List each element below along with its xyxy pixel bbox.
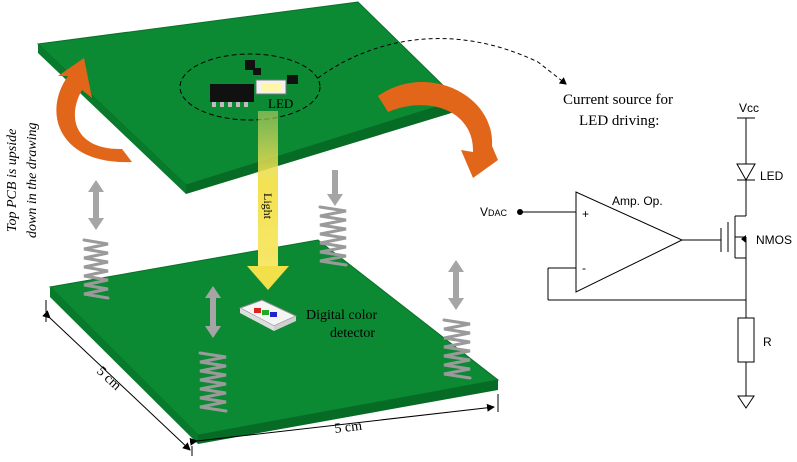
gray-arrow-left — [88, 180, 104, 230]
spring-front — [198, 351, 228, 413]
dashed-pointer — [317, 38, 567, 85]
top-pcb-note-line2: down in the drawing — [25, 122, 40, 238]
gray-arrow-front — [205, 286, 221, 338]
springs — [82, 205, 472, 413]
detector-label-line1: Digital color — [306, 308, 377, 323]
dim-left-label: 5 cm — [93, 364, 123, 394]
circuit-title-line1: Current source for — [563, 92, 673, 108]
gray-arrows — [88, 170, 464, 338]
small-part-3 — [287, 75, 298, 84]
vdac-sub: DAC — [488, 208, 508, 218]
rotation-arrow-right — [378, 81, 498, 178]
light-beam: Light — [247, 111, 289, 290]
dim-bottom-label: 5 cm — [334, 419, 363, 437]
spring-center — [318, 205, 348, 267]
rotation-arrow-left — [56, 58, 132, 163]
dimension-left — [42, 300, 193, 456]
color-detector: Digital color detector — [238, 299, 377, 341]
vdac-label: VDAC — [480, 205, 508, 219]
plus-sign: + — [582, 207, 589, 221]
minus-sign: - — [582, 261, 586, 275]
small-part-1 — [245, 60, 255, 70]
vcc-label: Vcc — [739, 101, 759, 115]
spring-right — [442, 318, 472, 380]
vdac-main: V — [480, 205, 488, 219]
nmos-label: NMOS — [756, 233, 792, 247]
dimension-bottom — [189, 394, 499, 446]
circuit-schematic: Current source for LED driving: — [480, 92, 792, 409]
ic-chip — [210, 84, 254, 107]
top-pcb-components: LED — [179, 53, 321, 121]
gray-arrow-right — [448, 260, 464, 310]
resistor-label: R — [763, 335, 772, 349]
gray-arrow-center — [327, 170, 343, 206]
led-label: LED — [268, 96, 293, 111]
light-label: Light — [261, 193, 275, 220]
small-part-2 — [253, 68, 261, 75]
detector-label-line2: detector — [330, 326, 375, 341]
circuit-title-line2: LED driving: — [579, 113, 659, 129]
led-circuit-label: LED — [760, 169, 784, 183]
vdac-terminal — [517, 209, 523, 215]
opamp-label: Amp. Op. — [612, 194, 663, 208]
led-package — [255, 79, 287, 95]
top-pcb-note-line1: Top PCB is upside — [5, 129, 20, 232]
component-highlight-ellipse — [179, 53, 321, 121]
spring-left — [82, 238, 110, 300]
